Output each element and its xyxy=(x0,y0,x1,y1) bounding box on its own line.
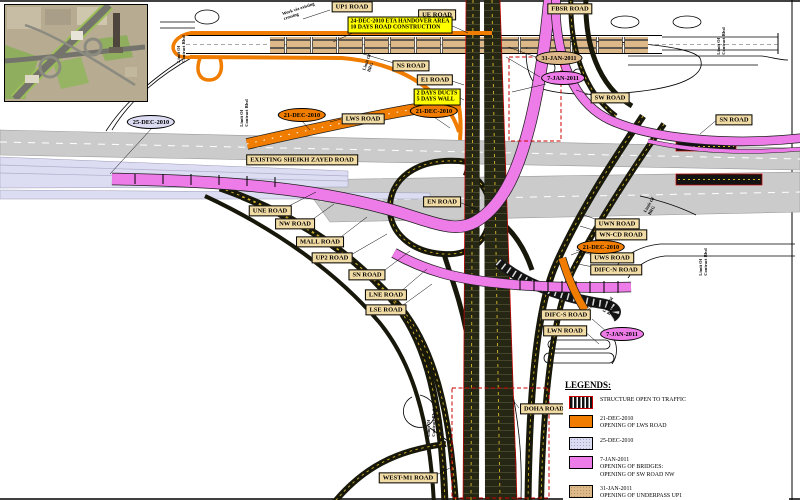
legend-swatch-tan xyxy=(569,484,593,498)
legend-item-lavender: 25-DEC-2010 xyxy=(569,436,789,450)
underpass-up1-road xyxy=(186,33,779,54)
legend-title: LEGENDS: xyxy=(565,380,612,390)
legend-swatch-magenta xyxy=(569,455,593,469)
aerial-photo-graphic xyxy=(5,5,145,99)
aerial-inset-photo xyxy=(4,4,148,102)
legend-text: STRUCTURE OPEN TO TRAFFIC xyxy=(600,397,686,403)
legend-text: 25-DEC-2010 xyxy=(600,437,634,444)
existing-sheikh-zayed-road xyxy=(0,129,800,223)
legend-swatch-orange xyxy=(569,415,593,428)
legend-swatch-lavender xyxy=(569,436,593,450)
magenta-bridges xyxy=(111,0,800,293)
legend-item-structure: STRUCTURE OPEN TO TRAFFIC xyxy=(569,396,789,409)
legend-swatch-structure xyxy=(569,396,593,409)
structure-open-bars xyxy=(494,141,763,322)
legend: LEGENDS: STRUCTURE OPEN TO TRAFFIC 21-DEC… xyxy=(563,378,789,500)
doha-road-structure xyxy=(462,0,518,500)
construction-zones xyxy=(451,56,562,499)
